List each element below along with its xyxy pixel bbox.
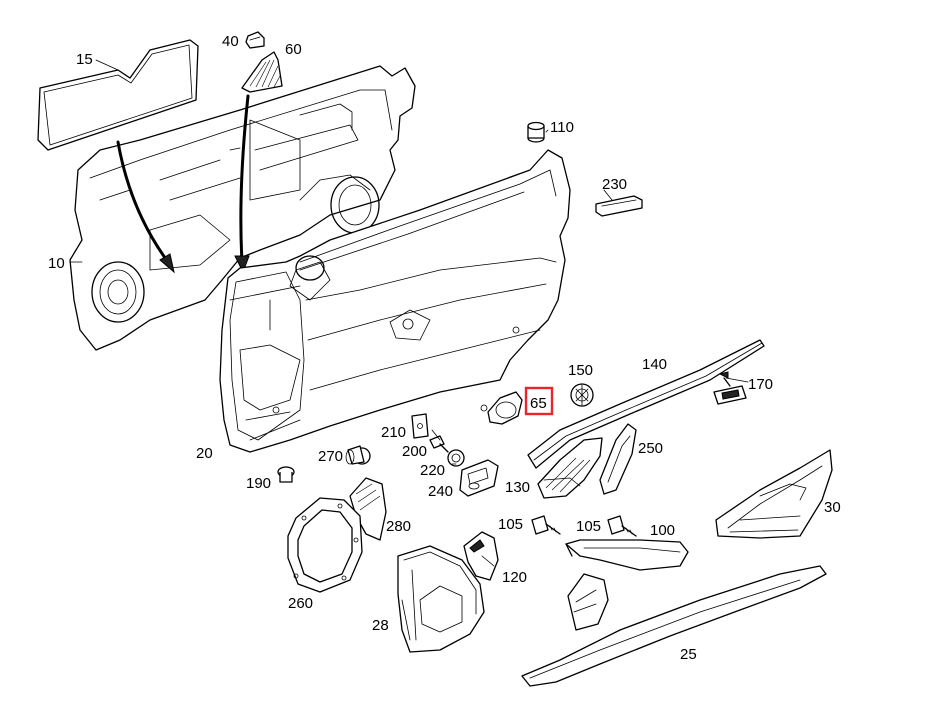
- part-10-door-frame: [69, 65, 416, 351]
- callout-280: 280: [386, 518, 411, 535]
- callout-250: 250: [638, 440, 663, 457]
- part-150-tweeter-cover: [570, 383, 594, 407]
- callout-210: 210: [381, 424, 406, 441]
- part-270-grommet: [345, 445, 371, 465]
- part-20-door-trim-panel: [219, 149, 571, 453]
- callout-200: 200: [402, 443, 427, 460]
- part-190-screw: [277, 466, 295, 483]
- callout-110: 110: [550, 119, 574, 136]
- part-15-insulation-pad: [37, 39, 199, 151]
- part-105-screw-left: [531, 515, 561, 535]
- callout-65: 65: [530, 395, 547, 412]
- part-120-bracket: [463, 531, 499, 581]
- highlight-box-65: [524, 386, 554, 416]
- callout-labels: 15 10 20 25 28 30 40 60 65 100 105 105 1…: [48, 33, 841, 663]
- callout-170: 170: [748, 376, 773, 393]
- callout-150: 150: [568, 362, 593, 379]
- part-250-handle-cover: [599, 423, 637, 495]
- part-110-grommet: [527, 121, 545, 143]
- part-200-screw: [429, 435, 449, 453]
- callout-140: 140: [642, 356, 667, 373]
- part-65-handle-bezel: [480, 391, 523, 425]
- callout-260: 260: [288, 595, 313, 612]
- part-28-speaker-housing: [397, 545, 485, 653]
- callout-220: 220: [420, 462, 445, 479]
- callout-190: 190: [246, 475, 271, 492]
- part-170-badge: [713, 371, 747, 405]
- part-60-mirror-trim: [241, 51, 283, 93]
- callout-230: 230: [602, 176, 627, 193]
- callout-270: 270: [318, 448, 343, 465]
- callout-25: 25: [680, 646, 697, 663]
- part-105-screw-right: [607, 515, 637, 537]
- part-230-reflector: [595, 195, 643, 217]
- callout-130: 130: [505, 479, 530, 496]
- callout-30: 30: [824, 499, 841, 516]
- part-100-pull-handle: [565, 539, 689, 571]
- callout-240: 240: [428, 483, 453, 500]
- callout-40: 40: [222, 33, 239, 50]
- callout-10: 10: [48, 255, 65, 272]
- part-140-trim-strip: [527, 339, 765, 469]
- callout-60: 60: [285, 41, 302, 58]
- part-210-plate: [411, 413, 429, 439]
- part-260-frame-ring: [287, 497, 363, 593]
- part-30-trim-cover: [715, 449, 833, 539]
- callout-105-left: 105: [498, 516, 523, 533]
- part-40-clip: [245, 31, 265, 49]
- part-25-lower-trim: [521, 565, 827, 687]
- callout-100: 100: [650, 522, 675, 539]
- assembly-arrows: [116, 94, 250, 274]
- part-220-clip: [447, 449, 465, 467]
- part-240-switch-unit: [459, 459, 499, 497]
- callout-28: 28: [372, 617, 389, 634]
- callout-120: 120: [502, 569, 527, 586]
- leader-lines: [69, 59, 749, 465]
- callout-105-right: 105: [576, 518, 601, 535]
- part-130-inner-handle: [537, 437, 603, 499]
- callout-15: 15: [76, 51, 93, 68]
- callout-20: 20: [196, 445, 213, 462]
